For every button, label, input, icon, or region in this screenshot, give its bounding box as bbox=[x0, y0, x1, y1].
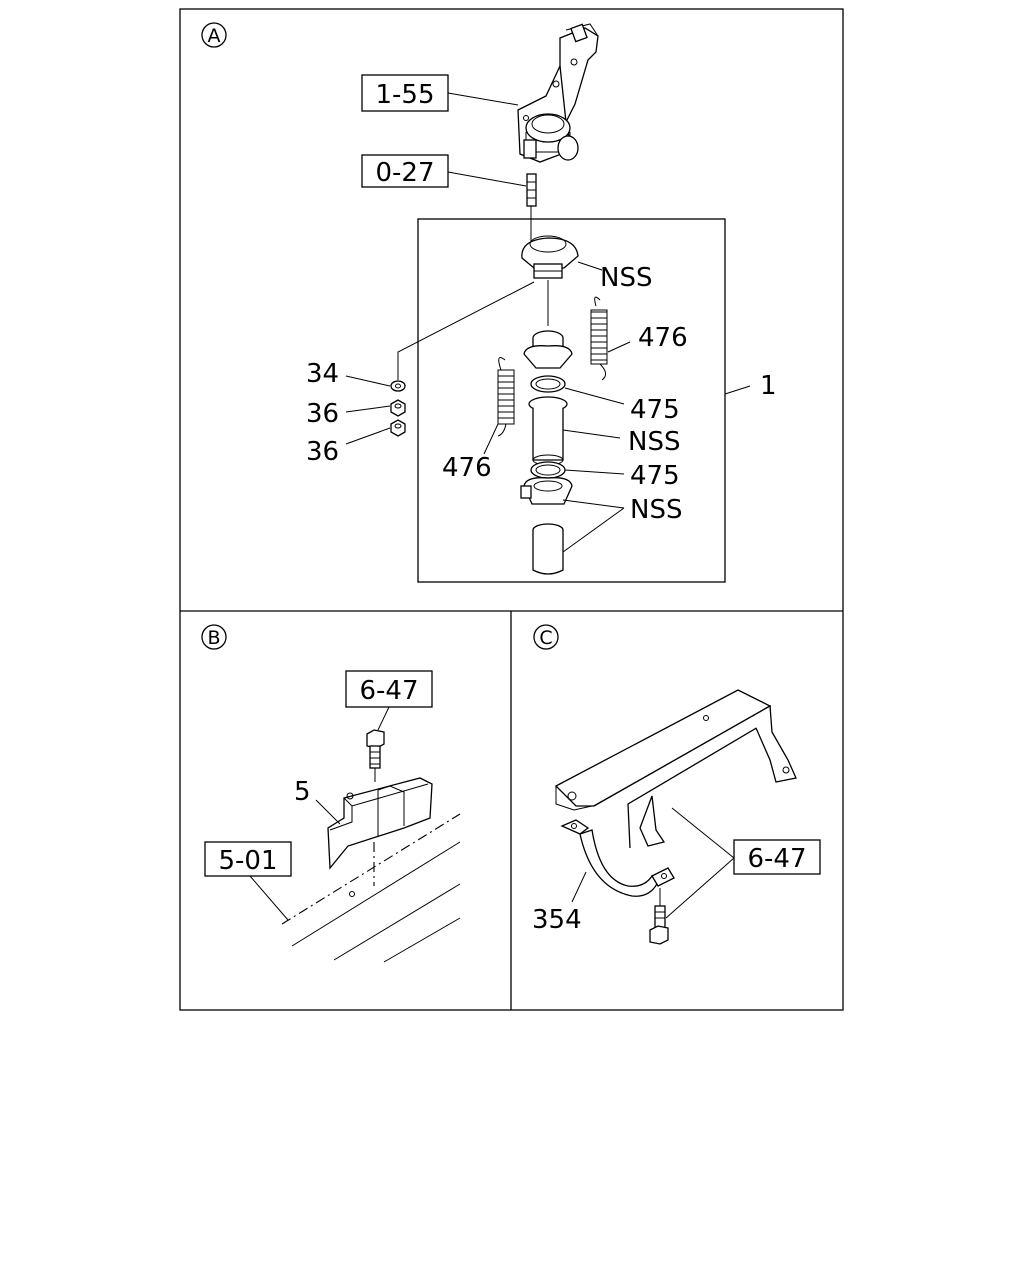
leader-476-right bbox=[607, 341, 631, 353]
leader-34 bbox=[345, 375, 391, 387]
leader-354 bbox=[571, 871, 587, 903]
frame-member-drawing bbox=[281, 813, 461, 963]
shift-lever-bracket-drawing bbox=[517, 23, 599, 163]
leader-5 bbox=[315, 799, 341, 825]
svg-text:6-47: 6-47 bbox=[359, 676, 418, 706]
label-5: 5 bbox=[294, 777, 311, 807]
leader-5-01 bbox=[249, 875, 289, 921]
bracket-5-drawing bbox=[327, 777, 433, 870]
leader-1-55 bbox=[447, 92, 519, 106]
section-c-marker: C bbox=[533, 624, 559, 650]
spring-right-drawing bbox=[590, 296, 608, 381]
leader-nss-bottom bbox=[562, 499, 625, 553]
nut-36-lower-drawing bbox=[390, 419, 406, 437]
label-476-left: 476 bbox=[442, 453, 492, 483]
ref-box-5-01[interactable]: 5-01 bbox=[204, 841, 292, 877]
label-nss-mid: NSS bbox=[628, 427, 680, 457]
assembly-box bbox=[417, 218, 726, 583]
svg-text:0-27: 0-27 bbox=[375, 158, 434, 188]
leader-nss-mid bbox=[562, 429, 621, 439]
leader-6-47-b bbox=[377, 706, 390, 731]
label-nss-bottom: NSS bbox=[630, 495, 682, 525]
leader-0-27 bbox=[447, 171, 527, 187]
svg-text:A: A bbox=[208, 25, 221, 47]
svg-text:1-55: 1-55 bbox=[375, 80, 434, 110]
bolt-b-drawing bbox=[366, 729, 385, 782]
section-c: C 354 bbox=[532, 624, 821, 945]
leader-475-lower bbox=[564, 469, 625, 475]
svg-text:6-47: 6-47 bbox=[747, 844, 806, 874]
section-b-marker: B bbox=[201, 624, 227, 650]
ref-box-1-55[interactable]: 1-55 bbox=[361, 74, 449, 112]
crossmember-drawing bbox=[554, 689, 797, 849]
label-assembly-1: 1 bbox=[760, 371, 777, 401]
clamp-354-drawing bbox=[560, 819, 675, 897]
leader-6-47-c bbox=[665, 807, 735, 919]
label-36-lower: 36 bbox=[306, 437, 339, 467]
leader-475-upper bbox=[564, 387, 625, 405]
svg-text:C: C bbox=[539, 627, 552, 649]
tube-drawing bbox=[528, 396, 568, 466]
spring-left-drawing bbox=[497, 357, 515, 437]
label-476-right: 476 bbox=[638, 323, 688, 353]
ref-box-6-47-c[interactable]: 6-47 bbox=[733, 839, 821, 875]
bushing-drawing bbox=[523, 330, 573, 369]
leader-36-upper bbox=[345, 405, 391, 413]
label-36-upper: 36 bbox=[306, 399, 339, 429]
flange-top-drawing bbox=[521, 206, 579, 279]
link-line-34 bbox=[397, 281, 535, 380]
nut-36-upper-drawing bbox=[390, 399, 406, 417]
ref-box-6-47-b[interactable]: 6-47 bbox=[345, 670, 433, 708]
label-475-upper: 475 bbox=[630, 395, 680, 425]
bolt-c-drawing bbox=[649, 888, 669, 945]
section-a: A 1-55 0-27 bbox=[201, 22, 777, 583]
label-nss-top: NSS bbox=[600, 263, 652, 293]
washer-34-drawing bbox=[390, 380, 406, 392]
flange-bottom-drawing bbox=[520, 477, 573, 505]
leader-476-left bbox=[483, 423, 499, 455]
diagram-frame bbox=[179, 8, 844, 1011]
ring-lower-drawing bbox=[530, 461, 566, 479]
svg-text:B: B bbox=[207, 627, 220, 649]
label-354: 354 bbox=[532, 905, 582, 935]
label-475-lower: 475 bbox=[630, 461, 680, 491]
section-a-marker: A bbox=[201, 22, 227, 48]
label-34: 34 bbox=[306, 359, 339, 389]
pin-drawing bbox=[526, 173, 537, 207]
leader-nss-top bbox=[577, 261, 603, 271]
leader-36-lower bbox=[345, 427, 391, 445]
section-b: B 6-47 5 bbox=[201, 624, 461, 963]
svg-text:5-01: 5-01 bbox=[218, 846, 277, 876]
ref-box-0-27[interactable]: 0-27 bbox=[361, 154, 449, 188]
ring-upper-drawing bbox=[530, 375, 566, 393]
bottom-pipe-drawing bbox=[532, 523, 564, 575]
leader-assembly-1 bbox=[724, 385, 751, 395]
